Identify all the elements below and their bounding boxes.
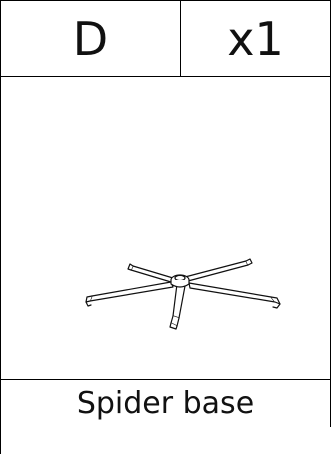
part-illustration [1,77,330,380]
card-edge-line [0,427,1,454]
part-quantity: x1 [227,11,284,66]
part-letter: D [1,1,181,76]
spider-base-icon [85,258,281,330]
part-header: D x1 [1,1,330,77]
part-card: D x1 [0,0,331,427]
part-name: Spider base [76,386,255,421]
